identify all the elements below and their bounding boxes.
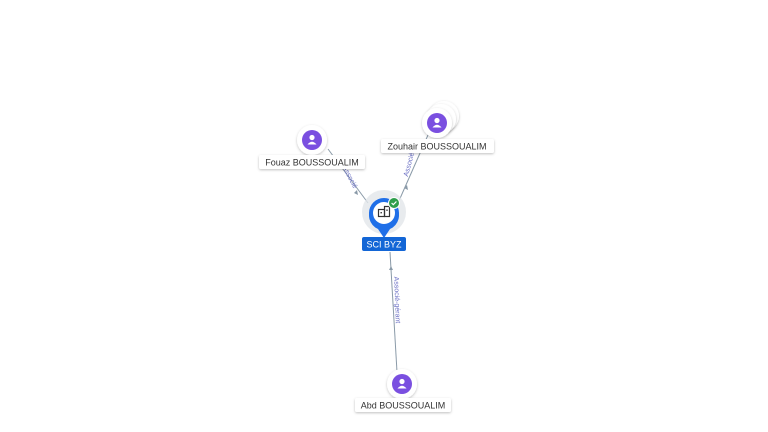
edge-arrow-icon bbox=[404, 185, 408, 190]
check-icon bbox=[388, 197, 400, 209]
building-icon bbox=[377, 205, 391, 218]
person-label-box bbox=[355, 398, 451, 412]
company-label-box bbox=[362, 237, 406, 251]
person-node-abd[interactable]: Abd BOUSSOUALIM bbox=[355, 369, 451, 412]
person-icon bbox=[307, 134, 317, 145]
edge-label-abd-company: Associé-gérant bbox=[392, 276, 401, 323]
edge-arrow-icon bbox=[389, 266, 393, 270]
person-label-abd: Abd BOUSSOUALIM bbox=[361, 401, 446, 411]
company-node-sci-byz[interactable]: SCI BYZ bbox=[362, 190, 406, 251]
person-icon bbox=[397, 378, 407, 389]
person-label-zouhair: Zouhair BOUSSOUALIM bbox=[387, 142, 486, 152]
person-node-zouhair[interactable]: Zouhair BOUSSOUALIM bbox=[381, 101, 494, 153]
person-label-fouaz: Fouaz BOUSSOUALIM bbox=[265, 158, 359, 168]
edge-label-zouhair-company: Associé bbox=[403, 152, 416, 178]
edge-arrow-icon bbox=[354, 190, 358, 195]
person-label-box bbox=[259, 155, 365, 169]
edge-abd-company[interactable]: Associé-gérant bbox=[389, 251, 401, 373]
person-label-box bbox=[381, 139, 494, 153]
person-icon bbox=[432, 117, 442, 128]
person-node-fouaz[interactable]: Fouaz BOUSSOUALIM bbox=[259, 125, 365, 169]
company-label: SCI BYZ bbox=[366, 240, 402, 250]
